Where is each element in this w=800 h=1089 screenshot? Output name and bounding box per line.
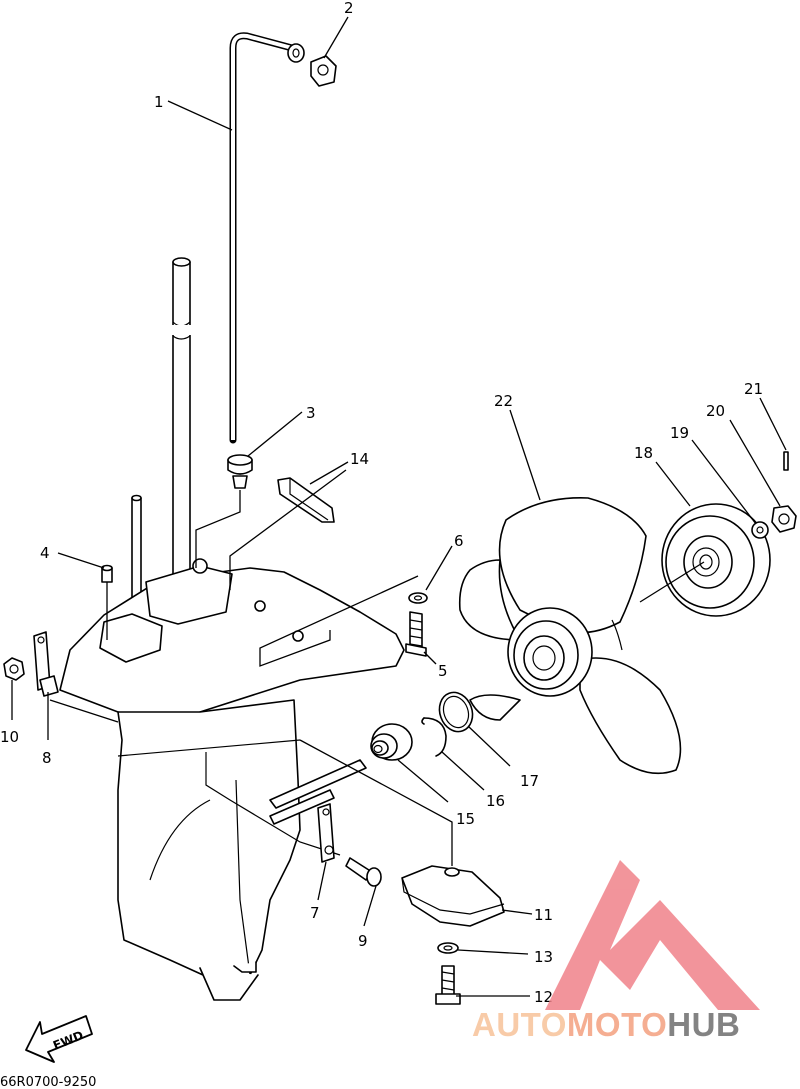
lock-plate [317,803,335,863]
washer-6 [408,592,428,604]
lower-casing [59,558,405,1001]
callout-numbers: 1 2 3 4 5 6 7 8 9 10 11 12 13 14 15 16 1… [0,0,763,1006]
callout-4: 4 [40,544,50,562]
callout-6: 6 [454,532,464,550]
screw-9 [345,857,382,887]
bolt-12 [435,965,461,1005]
callout-16: 16 [486,792,505,810]
callout-3: 3 [306,404,316,422]
callout-5: 5 [438,662,448,680]
washer-13 [437,942,459,954]
leader-lines [11,16,787,997]
callout-13: 13 [534,948,553,966]
washer-19 [751,521,769,539]
bracket-clip [33,631,59,697]
automotohub-watermark: AUTOMOTOHUB [472,860,760,1043]
callout-12: 12 [534,988,553,1006]
callout-10: 10 [0,728,19,746]
oil-seal-housing [370,723,413,761]
trim-tab-anode [401,865,505,927]
grommet [310,55,337,87]
watermark-moto: MOTO [567,1006,667,1043]
callout-1: 1 [154,93,164,111]
propeller-shaft [269,759,367,825]
callout-9: 9 [358,932,368,950]
svg-text:AUTOMOTOHUB: AUTOMOTOHUB [472,1006,740,1043]
propeller-spacer [661,503,771,617]
watermark-hub: HUB [667,1006,740,1043]
cotter-pin [783,451,789,471]
callout-18: 18 [634,444,653,462]
callout-21: 21 [744,380,763,398]
watermark-auto: AUTO [472,1006,567,1043]
water-tube [229,32,305,444]
drive-shaft [172,257,191,581]
tube-seal [227,454,253,489]
callout-11: 11 [534,906,553,924]
callout-2: 2 [344,0,354,17]
bolt-5 [405,611,427,657]
drawing-code: 66R0700-9250 [0,1075,96,1089]
callout-7: 7 [310,904,320,922]
hex-nut [3,657,25,681]
callout-15: 15 [456,810,475,828]
circlip [421,717,447,757]
callout-19: 19 [670,424,689,442]
propeller-nut [771,505,797,533]
callout-8: 8 [42,749,52,767]
propeller [458,497,682,775]
callout-22: 22 [494,392,513,410]
watermark-triangle-icon [545,860,760,1010]
forward-arrow: FWD [25,1015,93,1063]
callout-20: 20 [706,402,725,420]
callout-14: 14 [350,450,369,468]
o-ring [438,691,474,733]
callout-17: 17 [520,772,539,790]
